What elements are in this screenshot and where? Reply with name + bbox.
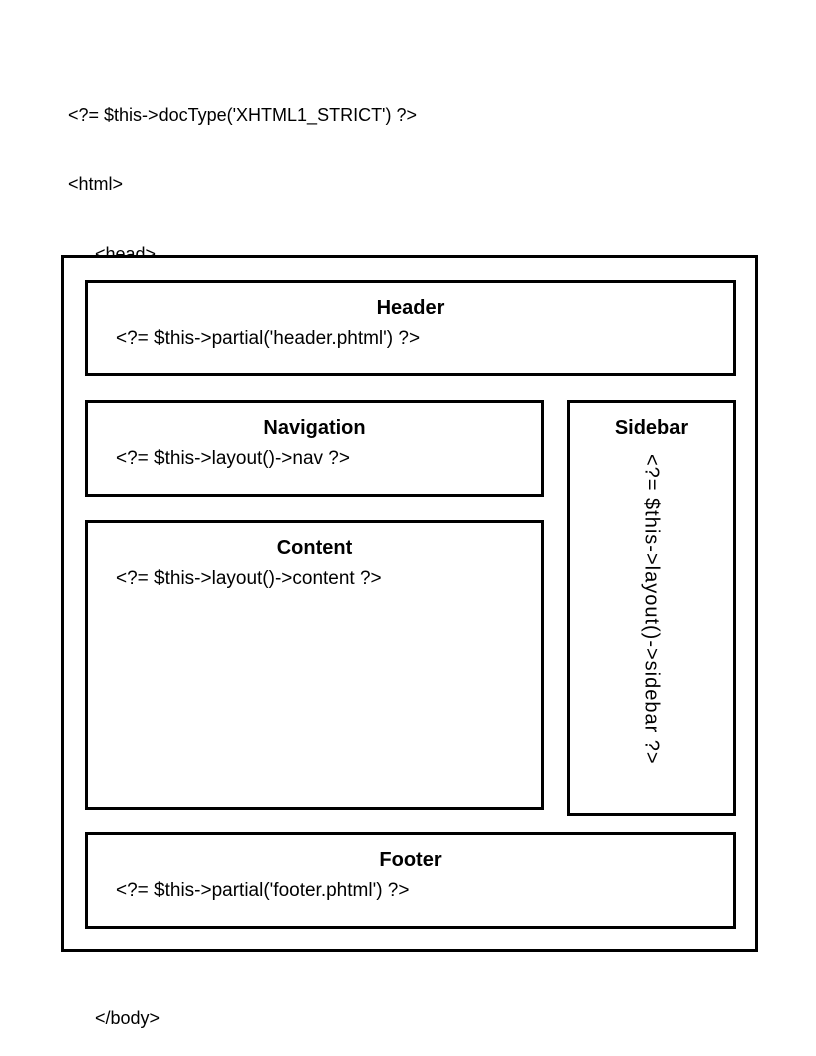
code-line-html-open: <html> — [68, 174, 124, 195]
code-line-body-close: </body> — [95, 1007, 161, 1028]
sidebar-box: Sidebar <?= $this->layout()->sidebar ?> — [567, 400, 736, 816]
content-box-title: Content — [276, 537, 353, 559]
footer-box-title: Footer — [379, 849, 442, 871]
content-box: Content <?= $this->layout()->content ?> — [85, 520, 544, 810]
navigation-box: Navigation <?= $this->layout()->nav ?> — [85, 400, 544, 497]
sidebar-box-code: <?= $this->layout()->sidebar ?> — [640, 454, 663, 765]
footer-box-code: <?= $this->partial('footer.phtml') ?> — [116, 880, 410, 901]
body-layout-box: Header <?= $this->partial('header.phtml'… — [61, 255, 758, 952]
content-box-code: <?= $this->layout()->content ?> — [116, 568, 382, 589]
header-box-code: <?= $this->partial('header.phtml') ?> — [116, 328, 421, 349]
footer-box: Footer <?= $this->partial('footer.phtml'… — [85, 832, 736, 929]
layout-script-source-bottom: </body> </html> — [68, 960, 160, 1056]
navigation-box-code: <?= $this->layout()->nav ?> — [116, 448, 350, 469]
header-box: Header <?= $this->partial('header.phtml'… — [85, 280, 736, 376]
code-line-doctype: <?= $this->docType('XHTML1_STRICT') ?> — [68, 104, 418, 125]
sidebar-box-title: Sidebar — [614, 417, 689, 439]
header-box-title: Header — [376, 297, 445, 319]
navigation-box-title: Navigation — [263, 417, 366, 439]
